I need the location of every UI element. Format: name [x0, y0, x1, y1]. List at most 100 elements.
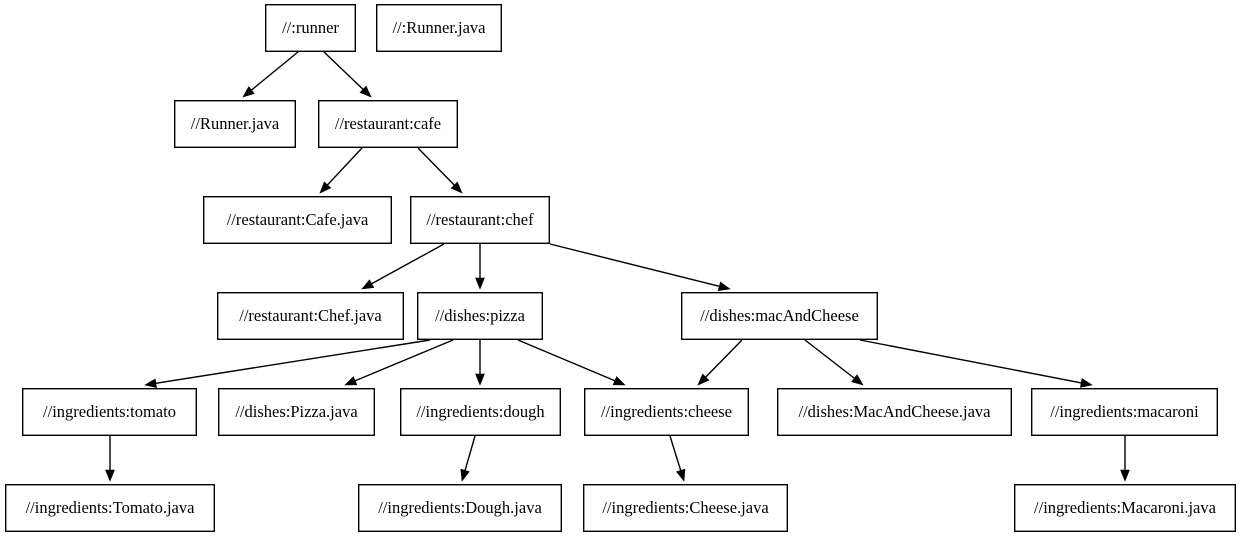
node-box[interactable] [584, 388, 750, 437]
graph-edge [517, 339, 626, 386]
node-label: //ingredients:Cheese.java [602, 498, 769, 517]
node-box[interactable] [777, 388, 1013, 437]
graph-node-dough_java[interactable]: //ingredients:Dough.java [358, 484, 563, 533]
graph-node-ing_cheese[interactable]: //ingredients:cheese [584, 388, 750, 437]
graph-node-pizza_java[interactable]: //dishes:Pizza.java [217, 388, 376, 437]
graph-node-dishes_pizza[interactable]: //dishes:pizza [417, 292, 544, 341]
graph-node-mac_java[interactable]: //dishes:MacAndCheese.java [777, 388, 1013, 437]
graph-node-dishes_mac[interactable]: //dishes:macAndCheese [681, 292, 879, 341]
graph-edge [344, 339, 454, 386]
graph-edge [475, 340, 485, 386]
edge-arrowhead-icon [105, 469, 115, 482]
node-box[interactable] [318, 99, 459, 148]
node-box[interactable] [216, 292, 405, 341]
edge-line [354, 339, 454, 382]
graph-node-restaurant_cafe[interactable]: //restaurant:cafe [318, 99, 459, 148]
node-box[interactable] [217, 388, 376, 437]
node-label: //ingredients:Dough.java [378, 498, 542, 517]
graph-edge [697, 339, 743, 386]
node-label: //restaurant:chef [426, 210, 534, 229]
edge-arrowhead-icon [242, 86, 255, 98]
graph-node-chef_java[interactable]: //restaurant:Chef.java [216, 292, 405, 341]
node-box[interactable] [410, 195, 551, 244]
edge-line [323, 51, 364, 90]
edge-line [371, 243, 445, 285]
edge-arrowhead-icon [1120, 469, 1130, 482]
graph-node-runner_java[interactable]: //Runner.java [173, 99, 296, 148]
node-box[interactable] [358, 484, 563, 533]
edge-line [326, 147, 363, 186]
graph-edge [323, 51, 372, 98]
node-box[interactable] [4, 484, 216, 533]
node-box[interactable] [376, 3, 503, 52]
edge-line [417, 147, 455, 186]
edge-line [549, 243, 720, 288]
graph-node-cheese_java[interactable]: //ingredients:Cheese.java [583, 484, 789, 533]
graph-node-ing_dough[interactable]: //ingredients:dough [400, 388, 562, 437]
edge-arrowhead-icon [460, 468, 470, 482]
graph-node-ing_tomato[interactable]: //ingredients:tomato [22, 388, 198, 437]
node-label: //ingredients:cheese [601, 402, 732, 421]
graph-edge [1120, 436, 1130, 482]
edge-arrowhead-icon [1079, 378, 1093, 388]
edge-arrowhead-icon [319, 181, 332, 194]
node-label: //:Runner.java [392, 18, 486, 37]
graph-edge [242, 51, 299, 98]
node-label: //restaurant:Cafe.java [227, 210, 369, 229]
edge-line [517, 339, 616, 382]
graph-edge [417, 147, 463, 194]
edge-arrowhead-icon [697, 373, 710, 386]
node-label: //dishes:MacAndCheese.java [799, 402, 992, 421]
graph-node-ing_macaroni[interactable]: //ingredients:macaroni [1030, 388, 1218, 437]
node-label: //restaurant:cafe [335, 114, 441, 133]
edge-line [804, 339, 855, 379]
node-label: //ingredients:Tomato.java [26, 498, 196, 517]
edge-arrowhead-icon [676, 468, 686, 482]
edge-arrowhead-icon [612, 376, 626, 386]
node-label: //ingredients:Macaroni.java [1034, 498, 1217, 517]
graph-edge [669, 435, 686, 482]
node-box[interactable] [202, 195, 393, 244]
node-label: //Runner.java [191, 114, 280, 133]
edge-arrowhead-icon [717, 281, 731, 291]
graph-edge [460, 435, 476, 482]
graph-node-macaroni_java[interactable]: //ingredients:Macaroni.java [1014, 484, 1237, 533]
graph-node-runner_java_root[interactable]: //:Runner.java [376, 3, 503, 52]
graph-edge [319, 147, 363, 194]
graph-edge [804, 339, 864, 386]
graph-edge [361, 243, 445, 290]
edge-arrowhead-icon [475, 277, 485, 290]
node-box[interactable] [681, 292, 879, 341]
edge-arrowhead-icon [144, 378, 157, 389]
graph-node-cafe_java[interactable]: //restaurant:Cafe.java [202, 195, 393, 244]
node-label: //restaurant:Chef.java [239, 306, 382, 325]
graph-edge [144, 339, 431, 389]
edge-line [859, 339, 1082, 384]
graph-node-runner[interactable]: //:runner [265, 3, 357, 52]
node-label: //dishes:macAndCheese [700, 306, 859, 325]
edge-line [705, 339, 743, 378]
node-label: //:runner [282, 18, 339, 37]
node-box[interactable] [400, 388, 562, 437]
edge-line [464, 435, 476, 471]
edge-arrowhead-icon [361, 279, 375, 290]
graph-edge [859, 339, 1093, 388]
graph-node-restaurant_chef[interactable]: //restaurant:chef [410, 195, 551, 244]
node-box[interactable] [1014, 484, 1237, 533]
edge-arrowhead-icon [344, 376, 358, 386]
node-box[interactable] [1030, 388, 1218, 437]
node-box[interactable] [173, 99, 296, 148]
graph-edge [475, 244, 485, 290]
graph-node-tomato_java[interactable]: //ingredients:Tomato.java [4, 484, 216, 533]
node-label: //ingredients:dough [416, 402, 545, 421]
node-box[interactable] [583, 484, 789, 533]
node-label: //ingredients:macaroni [1050, 402, 1199, 421]
node-box[interactable] [417, 292, 544, 341]
node-box[interactable] [265, 3, 357, 52]
edge-arrowhead-icon [450, 181, 463, 194]
node-box[interactable] [22, 388, 198, 437]
edge-line [155, 339, 431, 384]
node-layer: //:runner //:Runner.java //Runner.java //re… [4, 3, 1237, 533]
